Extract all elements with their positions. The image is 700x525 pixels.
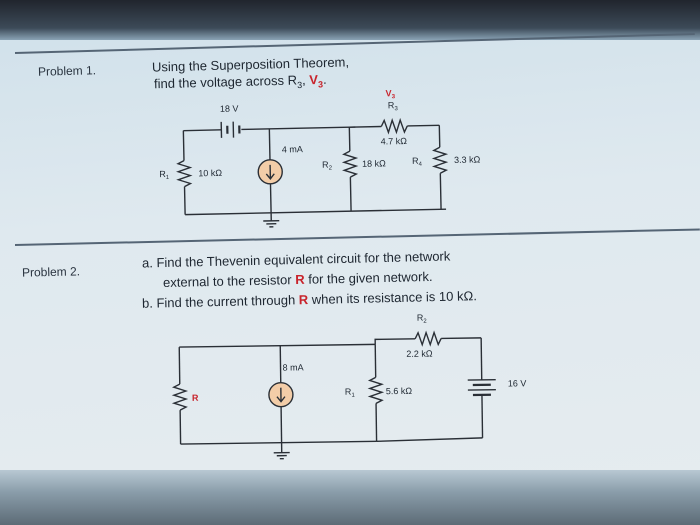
p2-r-load-resistor-icon: [171, 383, 189, 411]
p2-r1-value: 5.6 kΩ: [386, 386, 413, 396]
p2-wire-source-bottom: [280, 406, 283, 443]
p1-source-current-label: 4 mA: [282, 144, 303, 154]
p2-r2-resistor-icon: [414, 330, 442, 347]
p1-r1-value: 10 kΩ: [198, 168, 222, 179]
screen-top-edge: [0, 0, 700, 40]
p2-current-arrow-icon: [276, 387, 286, 403]
p2-ground-icon: [273, 442, 290, 460]
p1-battery-18v-icon: [220, 121, 241, 138]
p1-v3-label: V3: [386, 88, 396, 100]
p1-r1-name: R1: [159, 169, 170, 181]
p1-r3-value: 4.7 kΩ: [381, 136, 408, 147]
p2-wire-r1-bottom: [375, 403, 378, 442]
p2-source-current-label: 8 mA: [282, 362, 303, 372]
p1-wire-top-mid: [241, 126, 356, 131]
p2-r2-value: 2.2 kΩ: [406, 349, 433, 359]
p1-r4-name: R4: [412, 156, 423, 168]
p1-wire-left-upper: [182, 130, 185, 161]
p2-wire-r2-right: [441, 337, 482, 340]
p1-r4-resistor-icon: [431, 146, 449, 174]
p2-wire-battery-bottom: [481, 394, 484, 438]
p2-wire-bottom: [180, 440, 377, 445]
p1-r2-value: 18 kΩ: [362, 158, 386, 169]
p2-wire-battery-top: [480, 337, 483, 380]
p2-r1-name: R1: [345, 387, 356, 399]
p1-source-voltage-label: 18 V: [220, 103, 239, 113]
p2-r-load-label: R: [192, 393, 199, 403]
p2-battery-16v-icon: [467, 378, 496, 397]
p1-wire-r3-left: [349, 125, 382, 128]
p1-wire-top-left: [183, 129, 222, 132]
p2-wire-bottom-right: [376, 437, 483, 443]
p2-r2-name: R2: [417, 313, 428, 325]
p1-wire-r3-right: [407, 124, 440, 127]
p2-wire-source-top: [279, 345, 282, 383]
p1-r2-name: R2: [322, 160, 333, 172]
p1-wire-left-lower: [183, 186, 186, 215]
p1-r1-resistor-icon: [176, 160, 193, 188]
p1-wire-source-bottom: [269, 182, 272, 213]
p2-wire-r2-left: [374, 338, 416, 345]
p1-wire-r4-bottom: [439, 173, 442, 210]
p1-current-arrow-icon: [265, 164, 275, 180]
p2-wire-top: [179, 343, 376, 348]
p2-r1-resistor-icon: [367, 376, 385, 404]
p1-wire-source-top: [268, 128, 271, 161]
p1-r3-resistor-icon: [380, 117, 408, 135]
p1-wire-bottom: [185, 208, 447, 216]
p1-r4-value: 3.3 kΩ: [454, 154, 481, 165]
p2-source-voltage-label: 16 V: [508, 378, 527, 388]
p1-ground-icon: [263, 212, 280, 228]
screen-bottom-edge: [0, 470, 700, 525]
p1-r2-resistor-icon: [341, 150, 359, 178]
p2-wire-left-upper: [178, 347, 181, 385]
p1-wire-r2-top: [348, 127, 351, 152]
p1-r3-name: R3: [388, 100, 399, 112]
p1-wire-r2-bottom: [349, 177, 352, 212]
